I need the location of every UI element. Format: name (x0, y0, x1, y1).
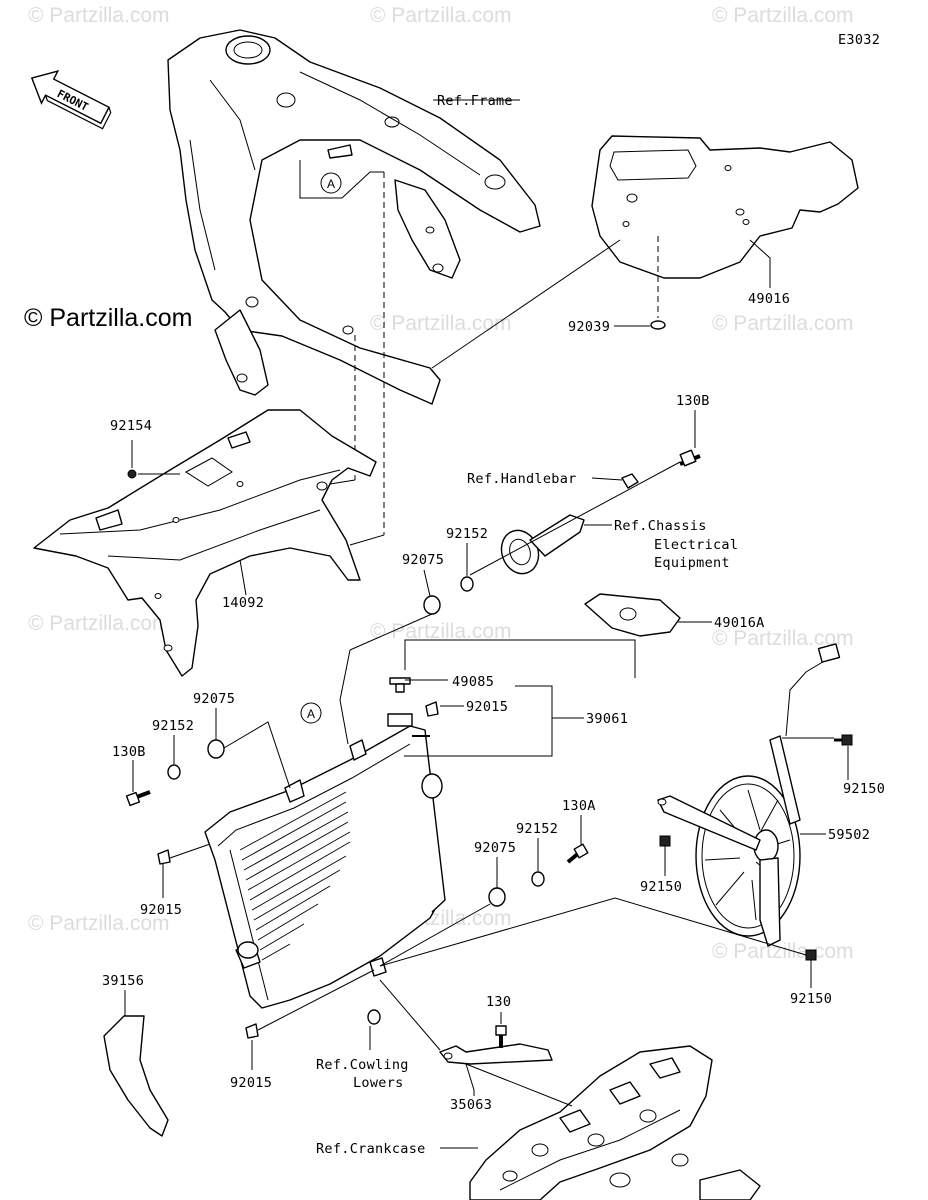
copyright-label: © Partzilla.com (24, 304, 192, 332)
part-14092: 14092 (222, 595, 264, 611)
callout-letter: A (307, 707, 315, 721)
grommet-92075-left (207, 739, 225, 759)
collar-92152-top (460, 576, 474, 592)
crankcase-illustration (469, 1045, 761, 1200)
part-92039: 92039 (568, 319, 610, 335)
part-92152-mid: 92152 (516, 821, 558, 837)
part-92152-top: 92152 (446, 526, 488, 542)
part-92154: 92154 (110, 418, 152, 434)
washer-92039 (650, 320, 666, 330)
part-39156: 39156 (102, 973, 144, 989)
part-92075-left: 92075 (193, 691, 235, 707)
grommet-cowling (367, 1009, 381, 1025)
part-92015-cap: 92015 (466, 699, 508, 715)
bolt-92150-top (834, 734, 853, 746)
watermark: © Partzilla.com (712, 312, 854, 335)
grommet-92075-mid (488, 887, 506, 907)
diagram-code: E3032 (838, 32, 880, 48)
ref-cowling-label-2: Lowers (353, 1075, 404, 1091)
part-49085: 49085 (452, 674, 494, 690)
part-49016: 49016 (748, 291, 790, 307)
ref-frame-label: Ref.Frame (437, 93, 513, 109)
part-92150-bot: 92150 (790, 991, 832, 1007)
watermark: © Partzilla.com (28, 4, 170, 27)
watermark-layer: © Partzilla.com © Partzilla.com © Partzi… (28, 4, 854, 963)
collar-92152-mid (531, 871, 545, 887)
frame-illustration (167, 29, 541, 405)
radiator-39061 (204, 713, 446, 1009)
part-39061: 39061 (586, 711, 628, 727)
callout-a-radiator: A (300, 702, 322, 724)
watermark: © Partzilla.com (28, 612, 170, 635)
duct-14092 (33, 409, 377, 677)
part-92015-bot: 92015 (230, 1075, 272, 1091)
part-92150-top: 92150 (843, 781, 885, 797)
watermark: © Partzilla.com (370, 312, 512, 335)
watermark: © Partzilla.com (712, 940, 854, 963)
part-130a: 130A (562, 798, 596, 814)
ref-cowling-label-1: Ref.Cowling (316, 1057, 409, 1073)
watermark: © Partzilla.com (370, 4, 512, 27)
stay-35063 (439, 1043, 553, 1065)
watermark: © Partzilla.com (712, 627, 854, 650)
horn-assembly (500, 473, 639, 575)
clip-92015-cap (425, 701, 439, 717)
part-130b-left: 130B (112, 744, 146, 760)
radiator-cap-49085 (389, 677, 411, 693)
part-92075-top: 92075 (402, 552, 444, 568)
bolt-130b-top (679, 449, 701, 467)
part-49016a: 49016A (714, 615, 765, 631)
part-130b-top: 130B (676, 393, 710, 409)
ref-handlebar-label: Ref.Handlebar (467, 471, 577, 487)
part-59502: 59502 (828, 827, 870, 843)
ref-chassis-label-1: Ref.Chassis (614, 518, 707, 534)
watermark: © Partzilla.com (712, 4, 854, 27)
clip-92015-bot (245, 1023, 259, 1039)
part-92015-left: 92015 (140, 902, 182, 918)
bolt-130a (566, 843, 589, 864)
cover-39156 (103, 1015, 169, 1137)
part-92150-mid: 92150 (640, 879, 682, 895)
part-130: 130 (486, 994, 511, 1010)
callout-a-top: A (320, 172, 342, 194)
bolt-130 (495, 1025, 507, 1048)
grommet-92075-top (423, 595, 441, 615)
fan-59502 (657, 643, 841, 947)
front-arrow-icon: FRONT (30, 69, 112, 130)
bolt-92150-mid (659, 835, 671, 847)
ref-chassis-label-3: Equipment (654, 555, 730, 571)
part-92152-left: 92152 (152, 718, 194, 734)
collar-92152-left (167, 764, 181, 780)
clip-92015-left (157, 849, 171, 865)
watermark: © Partzilla.com (28, 912, 170, 935)
leader-line (431, 239, 621, 369)
bolt-92150-bot (805, 949, 817, 961)
bolt-130b-left (125, 790, 151, 807)
leader-line (349, 613, 433, 651)
part-35063: 35063 (450, 1097, 492, 1113)
bolt-92154 (127, 469, 137, 479)
ref-crankcase-label: Ref.Crankcase (316, 1141, 426, 1157)
part-92075-mid: 92075 (474, 840, 516, 856)
callout-letter: A (327, 177, 335, 191)
ref-chassis-label-2: Electrical (654, 537, 738, 553)
plate-49016 (591, 135, 859, 279)
